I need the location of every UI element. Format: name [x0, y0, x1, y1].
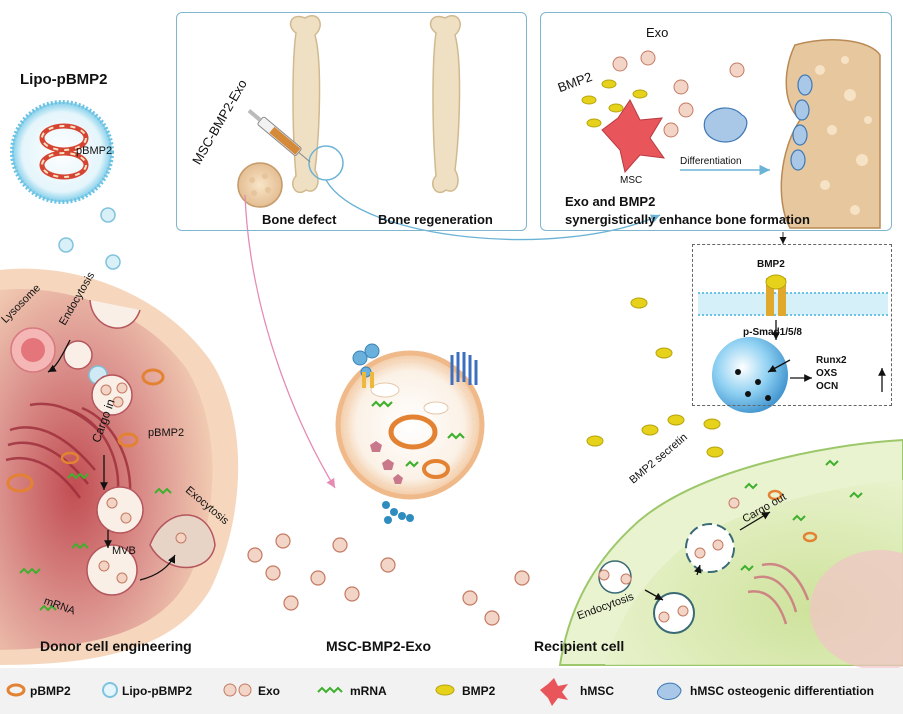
psmad-label: p-Smad1/5/8	[743, 327, 802, 338]
legend-hmsc: hMSC	[580, 684, 614, 698]
bone-regeneration-label: Bone regeneration	[378, 212, 493, 227]
synergy-panel	[540, 12, 892, 231]
bone-illustration	[237, 15, 461, 208]
legend-mrna: mRNA	[350, 684, 387, 698]
legend-hmsc-osteo: hMSC osteogenic differentiation	[690, 684, 875, 698]
lipo-inner-label: pBMP2	[76, 145, 113, 157]
recipient-cell	[558, 438, 903, 670]
exo-caption: MSC-BMP2-Exo	[326, 638, 432, 654]
donor-cell	[0, 268, 239, 665]
donor-caption: Donor cell engineering	[40, 638, 192, 654]
panel2-exo-label: Exo	[646, 25, 669, 40]
legend-lipo: Lipo-pBMP2	[122, 684, 192, 698]
recipient-caption: Recipient cell	[534, 638, 625, 654]
differentiation-label: Differentiation	[680, 156, 742, 167]
panel2-caption-line2: synergistically enhance bone formation	[565, 212, 810, 227]
exosome-diagram	[335, 343, 485, 524]
lipo-pbmp2-particle	[10, 100, 121, 270]
bone-formation-illustration	[581, 39, 881, 229]
injection-to-exo-arrow	[244, 194, 336, 489]
defect-to-formation-arrow	[325, 179, 661, 241]
gene-ocn: OCN	[816, 381, 839, 392]
legend-exo: Exo	[258, 684, 281, 698]
legend: pBMP2 Lipo-pBMP2 Exo mRNA BMP2 hMSC hMSC…	[0, 668, 903, 714]
mvb-label: MVB	[112, 545, 136, 557]
legend-pbmp2: pBMP2	[30, 684, 71, 698]
bone-defect-label: Bone defect	[262, 212, 337, 227]
gene-runx2: Runx2	[816, 355, 847, 366]
signal-bmp2-label: BMP2	[757, 259, 785, 270]
panel2-caption-line1: Exo and BMP2	[565, 194, 656, 209]
free-exosomes	[247, 533, 530, 626]
msc-label: MSC	[620, 175, 643, 186]
lipo-title: Lipo-pBMP2	[20, 71, 108, 88]
gene-oxs: OXS	[816, 368, 838, 379]
legend-icons	[6, 678, 682, 706]
signaling-illustration	[698, 274, 888, 413]
bone-repair-panel	[176, 12, 527, 231]
legend-bmp2: BMP2	[462, 684, 496, 698]
signaling-box	[692, 244, 892, 406]
donor-pbmp2-label: pBMP2	[148, 427, 185, 439]
bmp2-particles	[586, 297, 724, 458]
